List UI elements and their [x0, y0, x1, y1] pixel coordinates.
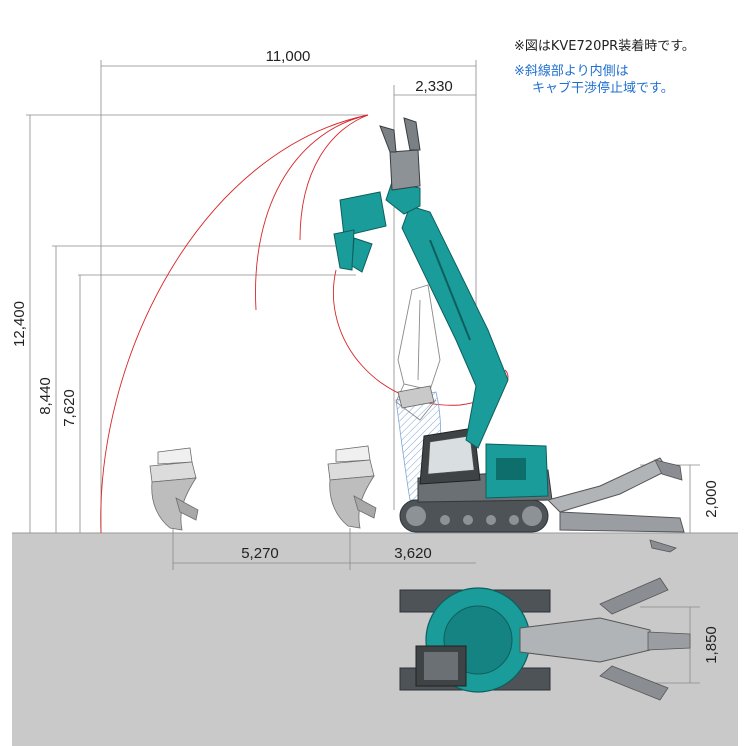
boom-cylinder: [429, 239, 471, 341]
dim-max-reach: 11,000: [266, 48, 311, 65]
excavator-side-view: [333, 117, 685, 553]
attachment-note: ※図はKVE720PR装着時です。: [514, 39, 695, 54]
front-attachment-tip: [654, 459, 683, 481]
top-jaw-lower: [599, 665, 669, 701]
dim-height-3: 7,620: [61, 389, 78, 427]
upper-crusher-jaw-right: [403, 117, 421, 151]
top-cab-roof: [424, 652, 458, 680]
dim-height-2: 8,440: [37, 377, 54, 415]
lowered-crusher: [397, 385, 435, 409]
dim-rear-height: 2,000: [703, 480, 720, 518]
dim-front-swing: 2,330: [415, 78, 453, 95]
cab-window: [427, 435, 475, 475]
ground-attachment-left: [149, 447, 199, 531]
upper-crusher-jaw-left: [379, 125, 397, 153]
interference-note-line2: キャブ干渉停止域です。: [532, 81, 674, 96]
upper-crusher-body: [389, 149, 421, 191]
mid-crusher-jaw-left: [333, 229, 355, 271]
mid-crusher-body: [339, 191, 387, 237]
top-jaw-upper: [599, 577, 669, 615]
top-attachment-head: [647, 631, 691, 651]
front-attachment-lower: [559, 511, 685, 533]
excavator-top-view: [399, 577, 691, 701]
boom: [401, 205, 509, 449]
dim-reach-3620: 3,620: [394, 545, 432, 562]
front-attachment-arm: [547, 457, 669, 513]
mid-crusher-jaw-right: [351, 237, 373, 273]
dim-reach-5270: 5,270: [241, 545, 279, 562]
engine-hood: [496, 458, 526, 480]
ground-attachment-right: [327, 445, 377, 529]
track-rollers: [406, 506, 542, 526]
interference-note-line1: ※斜線部より内側は: [514, 64, 629, 79]
dim-top-width: 1,850: [703, 626, 720, 664]
dim-max-height: 12,400: [11, 301, 28, 347]
lower-attachment-tip: [649, 539, 677, 553]
